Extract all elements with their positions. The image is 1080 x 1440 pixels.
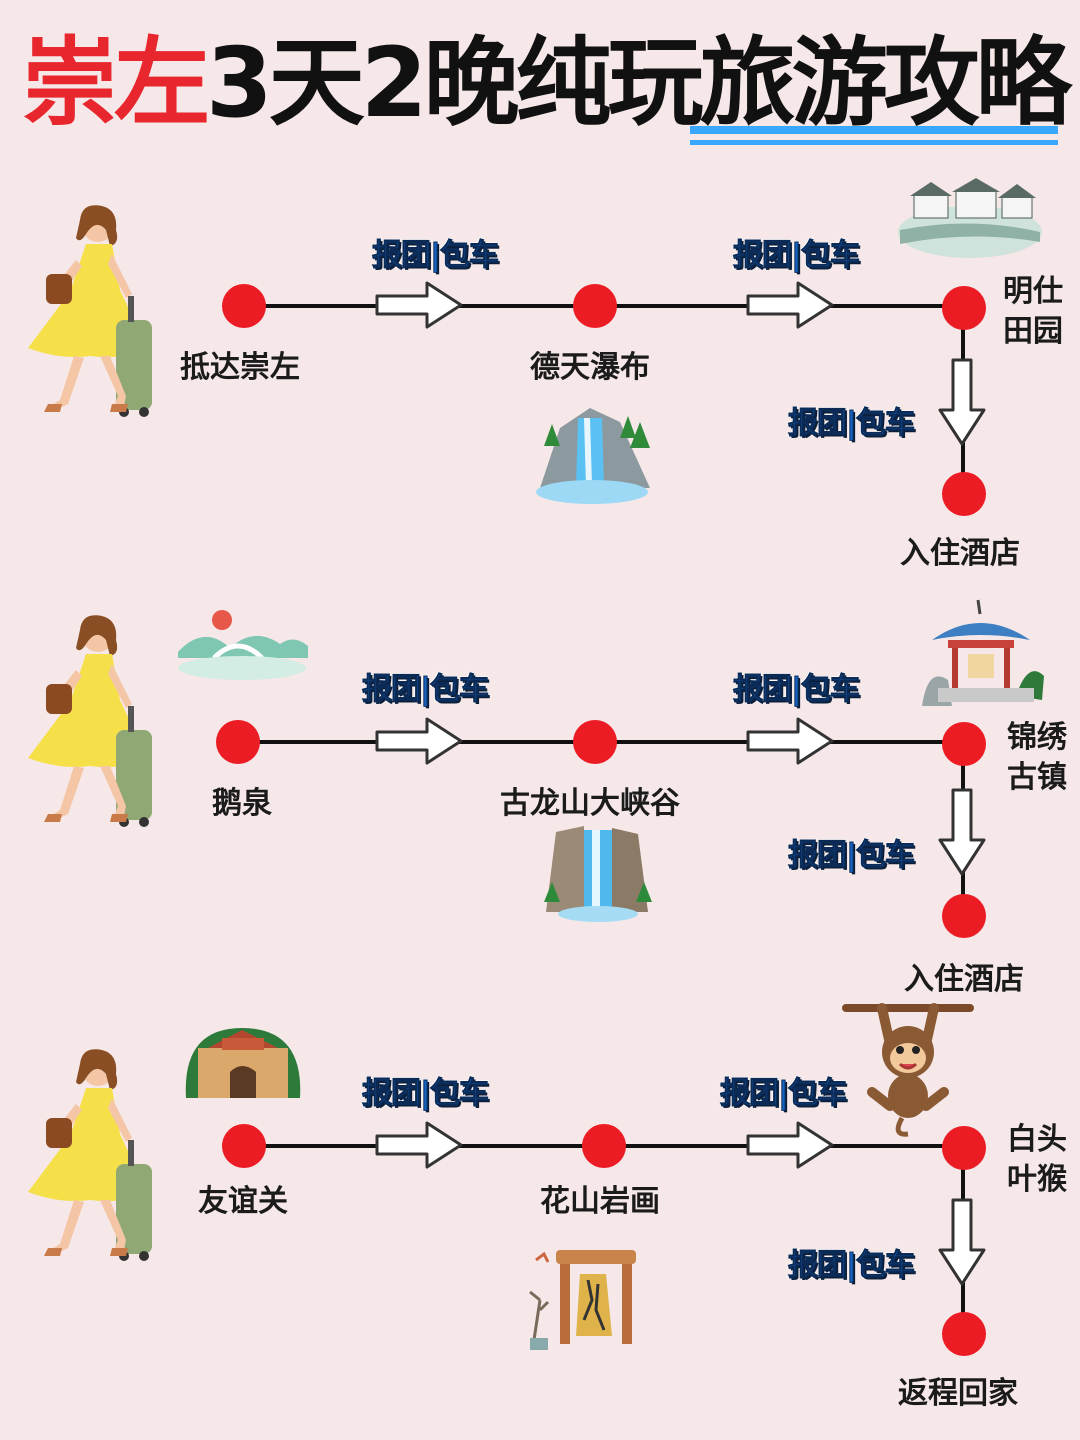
arrow-right-icon xyxy=(744,1120,836,1170)
stop-label: 友谊关 xyxy=(198,1184,288,1219)
stop-dot xyxy=(942,894,986,938)
canyon-waterfall-icon xyxy=(544,826,652,922)
stop-label: 花山岩画 xyxy=(540,1184,660,1219)
transport-tag: 报团|包车 xyxy=(788,838,916,874)
arrow-down-icon xyxy=(937,1196,987,1288)
transport-tag: 报团|包车 xyxy=(733,238,861,274)
stop-label: 入住酒店 xyxy=(900,536,1020,571)
stop-label: 古龙山大峡谷 xyxy=(500,786,680,821)
waterfall-icon xyxy=(536,408,650,504)
arrow-right-icon xyxy=(744,716,836,766)
traveler-girl-illustration xyxy=(20,610,160,830)
stop-dot xyxy=(942,1126,986,1170)
pass-gate-icon xyxy=(185,1028,301,1098)
stop-dot xyxy=(942,722,986,766)
stop-dot xyxy=(216,720,260,764)
title-underline xyxy=(690,126,1058,134)
traveler-girl-illustration xyxy=(20,1044,160,1264)
arrow-right-icon xyxy=(373,716,465,766)
stop-dot xyxy=(573,284,617,328)
stop-dot xyxy=(573,720,617,764)
transport-tag: 报团|包车 xyxy=(720,1076,848,1112)
stop-label: 德天瀑布 xyxy=(530,350,650,385)
title-red-part: 崇左 xyxy=(22,27,210,139)
arrow-down-icon xyxy=(937,356,987,448)
transport-tag: 报团|包车 xyxy=(362,1076,490,1112)
bridge-landscape-icon xyxy=(178,610,308,680)
transport-tag: 报团|包车 xyxy=(372,238,500,274)
transport-tag: 报团|包车 xyxy=(362,672,490,708)
transport-tag: 报团|包车 xyxy=(788,406,916,442)
title-underline-accent xyxy=(690,140,1058,145)
monkey-icon xyxy=(842,1003,974,1137)
stop-label: 返程回家 xyxy=(898,1376,1018,1411)
stop-dot xyxy=(222,284,266,328)
transport-tag: 报团|包车 xyxy=(733,672,861,708)
stop-label: 抵达崇左 xyxy=(180,350,300,385)
stop-label: 白头叶猴 xyxy=(1007,1122,1067,1197)
pavilion-icon xyxy=(922,599,1044,706)
arrow-right-icon xyxy=(373,1120,465,1170)
page-title: 崇左3天2晚纯玩旅游攻略 xyxy=(22,27,1072,148)
rock-painting-gate-icon xyxy=(529,1250,636,1350)
arrow-down-icon xyxy=(937,786,987,878)
arrow-right-icon xyxy=(744,280,836,330)
stop-label: 锦绣古镇 xyxy=(1007,720,1067,795)
title-black-part: 3天2晚纯玩旅游攻略 xyxy=(206,27,1072,139)
stop-label: 鹅泉 xyxy=(212,786,272,821)
stop-dot xyxy=(582,1124,626,1168)
traveler-girl-illustration xyxy=(20,200,160,420)
stop-dot xyxy=(942,286,986,330)
transport-tag: 报团|包车 xyxy=(788,1248,916,1284)
stop-dot xyxy=(942,472,986,516)
stop-label: 入住酒店 xyxy=(904,962,1024,997)
stop-dot xyxy=(942,1312,986,1356)
stop-dot xyxy=(222,1124,266,1168)
arrow-right-icon xyxy=(373,280,465,330)
village-landscape-icon xyxy=(898,178,1042,258)
stop-label: 明仕田园 xyxy=(1003,274,1063,349)
